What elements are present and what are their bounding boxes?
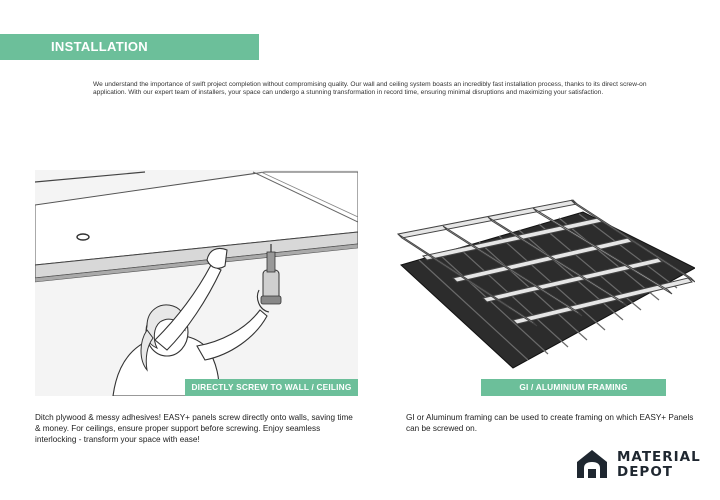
description-screw-to-wall: Ditch plywood & messy adhesives! EASY+ p… [35,413,353,444]
house-logo-icon [577,450,607,478]
framing-illustration: GI / ALUMINIUM FRAMING [383,170,695,396]
logo-line-2: DEPOT [617,464,674,480]
intro-paragraph: We understand the importance of swift pr… [93,81,647,97]
section-banner: INSTALLATION [0,34,259,60]
ceiling-install-drawing [35,171,358,396]
logo-wordmark: MATERIAL DEPOT [617,450,701,480]
section-title: INSTALLATION [51,39,148,54]
logo-line-1: MATERIAL [617,449,701,465]
description-framing: GI or Aluminum framing can be used to cr… [406,413,694,433]
framing-drawing [396,199,695,369]
material-depot-logo: MATERIAL DEPOT [575,446,705,482]
caption-framing: GI / ALUMINIUM FRAMING [481,379,666,396]
caption-screw-to-wall: DIRECTLY SCREW TO WALL / CEILING [185,379,358,396]
screw-to-wall-illustration: DIRECTLY SCREW TO WALL / CEILING [35,170,358,396]
